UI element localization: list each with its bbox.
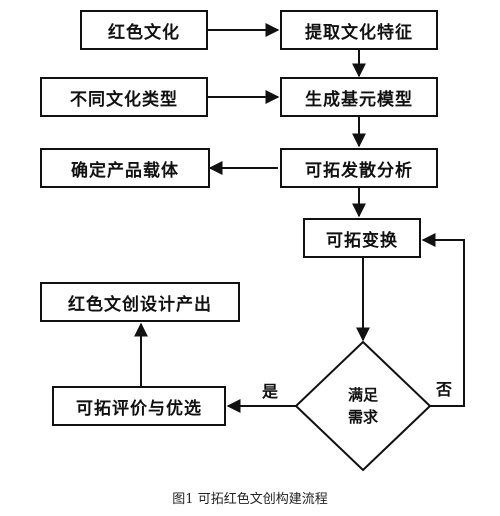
node-extract-features: 提取文化特征 [280, 10, 438, 50]
node-design-product: 红色文创设计产出 [40, 282, 240, 322]
edge-label-yes: 是 [262, 382, 279, 401]
edge-label-no: 否 [436, 380, 453, 399]
node-red-culture: 红色文化 [80, 10, 208, 50]
node-transform: 可拓变换 [303, 218, 421, 258]
node-divergent-analysis: 可拓发散分析 [280, 148, 438, 188]
decision-label-line2: 需求 [347, 408, 378, 426]
decision-diamond [294, 340, 432, 472]
figure-caption: 图1 可拓红色文创构建流程 [172, 492, 328, 507]
node-generate-model: 生成基元模型 [280, 77, 438, 117]
arrow-no-loop [421, 233, 465, 407]
node-evaluate-select: 可拓评价与优选 [52, 386, 226, 426]
decision-label: 满足 需求 [333, 384, 393, 428]
node-culture-types: 不同文化类型 [40, 77, 208, 117]
decision-label-line1: 满足 [347, 386, 378, 404]
node-product-carrier: 确定产品载体 [40, 148, 210, 188]
